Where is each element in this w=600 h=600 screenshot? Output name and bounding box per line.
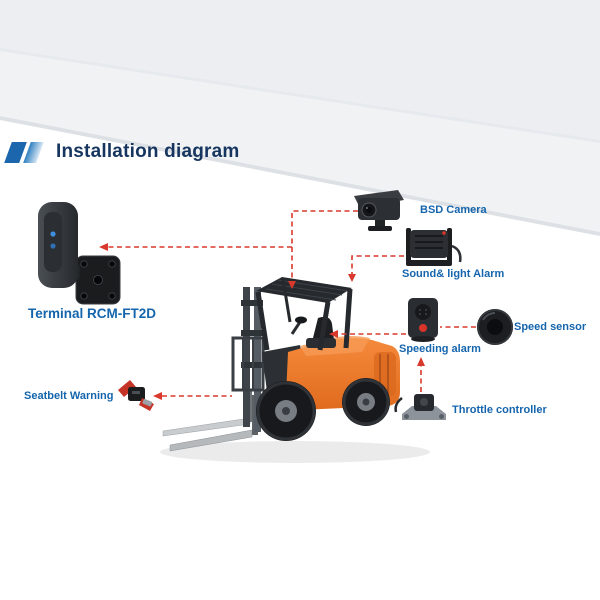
arrow-rear-axle bbox=[417, 357, 425, 366]
background-diagonal-shapes bbox=[0, 0, 600, 236]
connector-lines bbox=[99, 210, 476, 400]
arrow-seat-area bbox=[329, 330, 338, 338]
speed-sensor-image bbox=[477, 309, 513, 345]
connector-sound-alarm bbox=[351, 255, 404, 275]
page-header: Installation diagram bbox=[4, 141, 240, 163]
forklift-illustration bbox=[160, 277, 430, 463]
seatbelt-warning-label: Seatbelt Warning bbox=[24, 390, 114, 402]
sound-light-alarm-label: Sound& light Alarm bbox=[402, 268, 505, 280]
bsd-camera-image bbox=[354, 190, 404, 231]
terminal-label: Terminal RCM-FT2D bbox=[28, 306, 157, 321]
throttle-controller-image bbox=[394, 394, 446, 420]
bsd-camera-label: BSD Camera bbox=[420, 204, 487, 216]
seatbelt-warning-image bbox=[118, 380, 154, 411]
throttle-controller-label: Throttle controller bbox=[452, 404, 547, 416]
sound-light-alarm-image bbox=[406, 228, 462, 266]
arrow-terminal bbox=[99, 243, 108, 251]
arrow-cab-roof bbox=[288, 281, 296, 289]
speeding-alarm-label: Speeding alarm bbox=[399, 343, 481, 355]
arrow-guard-rear bbox=[348, 274, 356, 282]
speeding-alarm-image bbox=[408, 298, 438, 342]
terminal-device-image bbox=[38, 202, 121, 305]
page-title: Installation diagram bbox=[56, 141, 240, 162]
chevron-accent-icon bbox=[23, 141, 44, 163]
arrow-seatbelt bbox=[153, 392, 162, 400]
connector-bsd-camera bbox=[291, 210, 358, 282]
speed-sensor-label: Speed sensor bbox=[514, 321, 587, 333]
